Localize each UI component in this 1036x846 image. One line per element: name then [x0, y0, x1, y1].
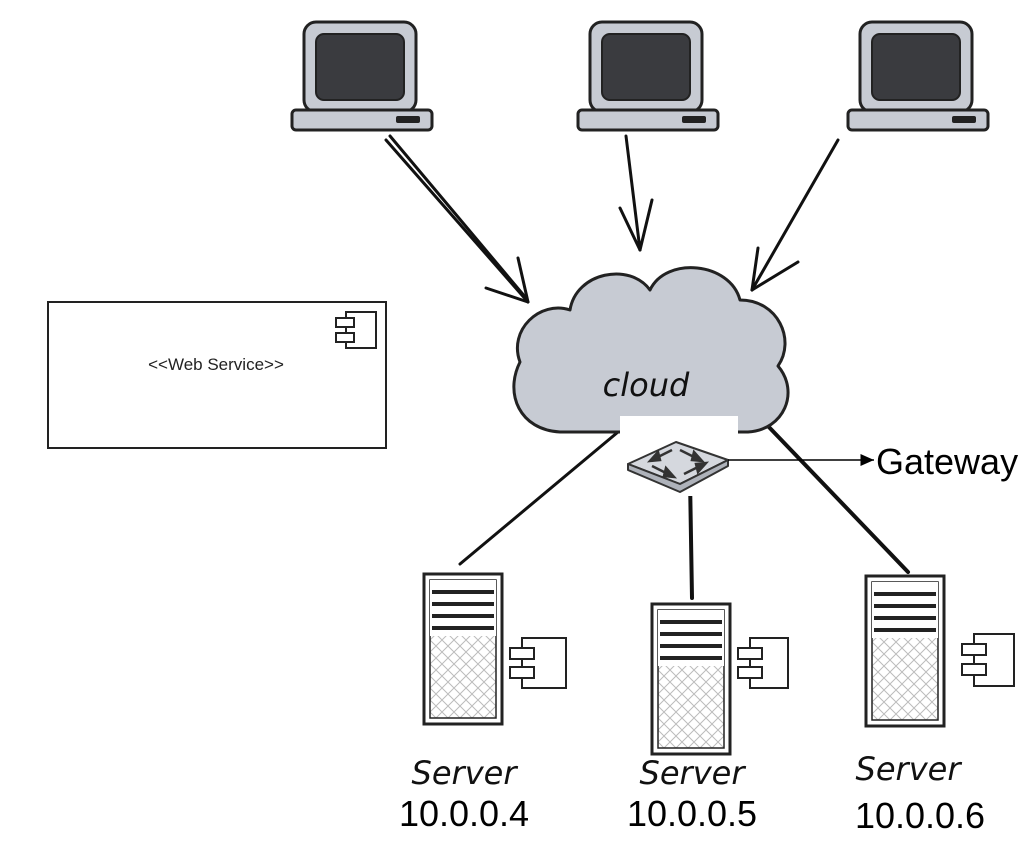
server-3-ip: 10.0.0.6: [855, 795, 985, 836]
link-cloud-to-server-3: [764, 422, 910, 574]
computer-icon-3: [846, 20, 990, 132]
component-icon: [335, 311, 377, 349]
component-icon: [509, 637, 567, 689]
server-3-label: Server: [856, 750, 963, 788]
server-icon-3: [864, 574, 1015, 728]
cloud-label: cloud: [603, 366, 690, 404]
server-2-ip: 10.0.0.5: [627, 793, 757, 834]
server-1-ip: 10.0.0.4: [399, 793, 529, 834]
cloud-shape: [512, 266, 790, 434]
web-service-component: [47, 301, 387, 449]
link-cloud-to-server-1: [458, 430, 620, 566]
computer-icon-2: [576, 20, 720, 132]
gateway-label: Gateway: [876, 441, 1018, 482]
server-1-label: Server: [412, 754, 519, 792]
web-service-label: <<Web Service>>: [148, 355, 284, 374]
component-icon: [737, 637, 789, 689]
server-2-label: Server: [640, 754, 747, 792]
arrow-computer-2-to-cloud: [618, 134, 654, 252]
server-icon-2: [650, 602, 789, 756]
link-gateway-to-server-2: [688, 476, 694, 600]
arrow-computer-1-to-cloud: [384, 134, 530, 304]
component-icon: [961, 633, 1015, 687]
server-icon-1: [422, 572, 567, 726]
arrow-computer-3-to-cloud: [750, 138, 840, 292]
computer-icon-1: [290, 20, 434, 132]
